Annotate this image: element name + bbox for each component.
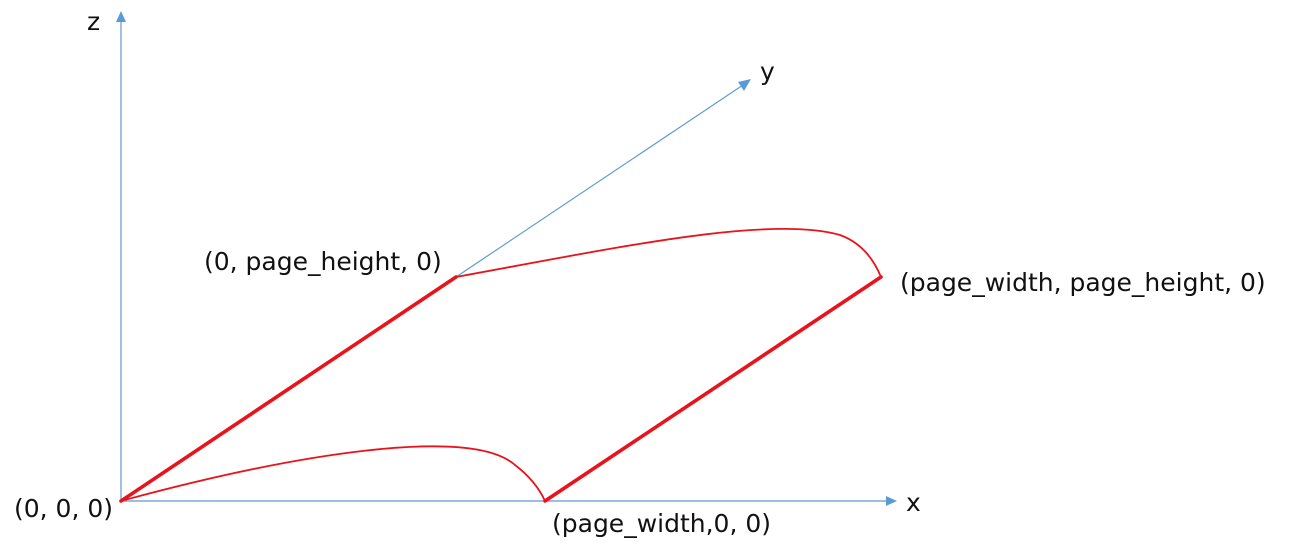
y-axis-line <box>455 84 744 278</box>
page-left-edge <box>119 275 458 503</box>
page-right-edge <box>543 275 883 503</box>
page-top-curve <box>455 227 882 278</box>
y-axis-label: y <box>760 57 775 86</box>
x-axis <box>121 496 897 506</box>
page-bottom-curve <box>120 445 546 502</box>
z-axis-label: z <box>87 7 100 36</box>
y-axis <box>455 79 751 278</box>
origin-label: (0, 0, 0) <box>14 494 113 523</box>
y-axis-arrow <box>738 79 751 91</box>
page-width-corner-label: (page_width,0, 0) <box>552 509 771 538</box>
z-axis <box>116 11 126 501</box>
page-height-corner-label: (0, page_height, 0) <box>204 247 442 276</box>
z-axis-arrow <box>116 11 126 22</box>
far-corner-label: (page_width, page_height, 0) <box>900 268 1266 297</box>
x-axis-label: x <box>906 488 921 517</box>
page-outline <box>119 227 883 503</box>
x-axis-arrow <box>886 496 897 506</box>
